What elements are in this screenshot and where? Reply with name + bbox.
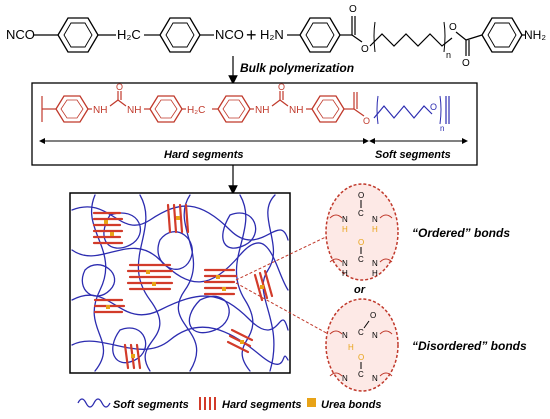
benzene-ring-4 [481, 17, 523, 53]
polymer-urea-o-2: O [278, 82, 285, 92]
svg-text:H: H [342, 225, 348, 234]
repeat-n-1: n [446, 50, 451, 60]
svg-text:O: O [358, 353, 364, 362]
legend-hard-swatch [199, 397, 216, 410]
ether-o-1: O [449, 22, 457, 33]
polymer-urea-o-1: O [116, 82, 123, 92]
carbonyl-o-1: O [349, 4, 357, 15]
ordered-bonds-label: “Ordered” bonds [412, 226, 510, 240]
svg-text:N: N [372, 374, 378, 383]
benzene-ring-3 [299, 17, 341, 53]
polymer-repeat-n: n [440, 124, 444, 133]
svg-text:N: N [342, 259, 348, 268]
reaction-row: NCO H₂C NCO + H₂N O O O n [6, 4, 546, 69]
plus-sign: + [246, 25, 257, 45]
legend-soft-swatch [77, 398, 111, 408]
svg-text:C: C [358, 370, 364, 379]
svg-text:O: O [358, 238, 364, 247]
polymer-ch2: H₂C [187, 105, 205, 116]
soft-segments-label: Soft segments [375, 149, 451, 161]
svg-text:N: N [372, 259, 378, 268]
polymer-nh-2: NH [127, 105, 141, 116]
polymer-nh-4: NH [289, 105, 303, 116]
svg-text:O: O [370, 311, 376, 320]
svg-text:N: N [372, 331, 378, 340]
mdi-left-nco: NCO [6, 27, 35, 42]
carbonyl-o-2: O [462, 58, 470, 69]
zoom-lines [235, 234, 331, 336]
polymer-soft-part [373, 95, 450, 125]
disordered-bonds-label: “Disordered” bonds [412, 339, 527, 353]
benzene-ring-1 [57, 17, 99, 53]
legend: Soft segments Hard segments Urea bonds [77, 397, 382, 411]
svg-text:N: N [342, 374, 348, 383]
legend-soft-label: Soft segments [113, 399, 189, 411]
legend-hard-label: Hard segments [222, 399, 301, 411]
hard-segments-label: Hard segments [164, 149, 243, 161]
svg-text:N: N [342, 331, 348, 340]
ordered-bonds-circle: O C N N H H O C N N H H [325, 183, 399, 281]
benzene-ring-2 [159, 17, 201, 53]
svg-text:C: C [358, 255, 364, 264]
svg-text:N: N [342, 215, 348, 224]
polymer-box [31, 82, 478, 166]
morphology-box [69, 192, 291, 374]
svg-text:C: C [358, 328, 364, 337]
legend-urea-label: Urea bonds [321, 399, 382, 411]
polymer-nh-3: NH [255, 105, 269, 116]
soft-chain-zigzag [369, 33, 453, 47]
svg-text:H: H [372, 269, 378, 278]
amine-left: H₂N [260, 27, 284, 42]
svg-text:O: O [358, 191, 364, 200]
polymer-structure [41, 91, 365, 123]
disordered-bonds-circle: O C N N H O C N N [325, 298, 399, 392]
polymer-ether-o: O [430, 102, 437, 112]
bulk-polymerization-label: Bulk polymerization [240, 61, 354, 75]
mdi-right-nco: NCO [215, 27, 244, 42]
legend-urea-swatch [307, 398, 316, 407]
mdi-ch2: H₂C [117, 27, 141, 42]
svg-text:H: H [372, 225, 378, 234]
svg-text:H: H [342, 269, 348, 278]
or-label: or [354, 284, 366, 296]
soft-segment-network [71, 194, 289, 372]
polymer-nh-1: NH [93, 105, 107, 116]
ester-o-1: O [361, 44, 369, 55]
urea-bond-markers [104, 216, 264, 358]
svg-text:C: C [358, 209, 364, 218]
hard-segment-domains [92, 203, 274, 370]
polymer-ester-o: O [363, 116, 370, 126]
amine-right: NH₂ [524, 28, 546, 42]
svg-text:N: N [372, 215, 378, 224]
svg-text:H: H [348, 343, 354, 352]
